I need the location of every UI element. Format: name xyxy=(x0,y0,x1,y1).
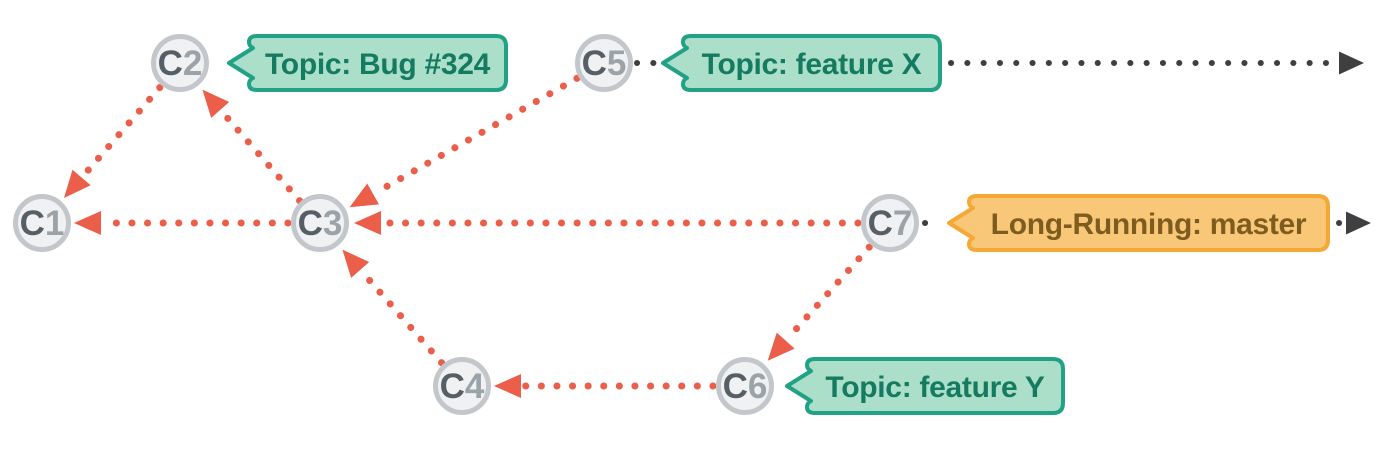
edge-arrowhead-icon xyxy=(74,211,101,235)
edge-c3-to-c1 xyxy=(74,211,292,235)
edge-c3-to-c2 xyxy=(202,89,304,205)
commit-number: 6 xyxy=(748,367,767,406)
commit-number: 1 xyxy=(45,204,64,243)
branch-label-text: Topic: Bug #324 xyxy=(265,48,491,81)
edge-c7-to-c3 xyxy=(354,211,862,235)
commit-id: C1 xyxy=(20,204,65,243)
commit-circle xyxy=(151,34,209,92)
edge-dotted-line xyxy=(373,74,581,196)
commit-node-c1: C1 xyxy=(13,194,71,252)
edge-arrowhead-icon xyxy=(349,183,380,208)
timeline-arrowhead-icon xyxy=(1339,51,1364,75)
branch-label-bubble xyxy=(661,34,942,92)
commit-circle xyxy=(716,357,774,415)
commit-id: C4 xyxy=(440,367,485,406)
edge-c4-to-c3 xyxy=(342,249,446,367)
commit-id: C2 xyxy=(158,44,203,83)
commit-node-c4: C4 xyxy=(433,357,491,415)
timeline-feature-x xyxy=(634,51,1364,75)
edge-arrowhead-icon xyxy=(354,211,381,235)
commit-letter: C xyxy=(440,367,465,406)
commit-node-c2: C2 xyxy=(151,34,209,92)
commit-node-c7: C7 xyxy=(861,194,919,252)
commit-letter: C xyxy=(582,44,607,83)
timeline-arrowhead-icon xyxy=(1346,211,1371,235)
commit-node-c6: C6 xyxy=(716,357,774,415)
branch-label-feature-x: Topic: feature X xyxy=(661,34,942,92)
commit-circle xyxy=(433,357,491,415)
commit-number: 5 xyxy=(607,44,626,83)
edge-arrowhead-icon xyxy=(342,249,370,278)
commit-number: 4 xyxy=(465,367,485,406)
edge-dotted-line xyxy=(220,110,304,205)
commit-id: C5 xyxy=(582,44,627,83)
branch-label-bubble xyxy=(227,34,508,92)
timeline-master xyxy=(922,211,1371,235)
commit-id: C3 xyxy=(298,204,343,243)
branch-label-bug-324: Topic: Bug #324 xyxy=(227,34,508,92)
edge-c5-to-c3 xyxy=(349,74,581,208)
edge-arrowhead-icon xyxy=(202,89,230,118)
commit-letter: C xyxy=(20,204,45,243)
edge-arrowhead-icon xyxy=(64,169,91,198)
edge-dotted-line xyxy=(360,270,446,367)
commit-circle xyxy=(575,34,633,92)
commit-circle xyxy=(291,194,349,252)
edge-c2-to-c1 xyxy=(64,84,164,198)
commit-letter: C xyxy=(158,44,183,83)
commit-letter: C xyxy=(298,204,323,243)
edge-c7-to-c6 xyxy=(767,243,873,361)
commit-id: C6 xyxy=(723,367,768,406)
commit-circle xyxy=(13,194,71,252)
commit-node-c3: C3 xyxy=(291,194,349,252)
edge-dotted-line xyxy=(80,84,164,179)
commit-number: 7 xyxy=(893,204,912,243)
branch-label-text: Topic: feature Y xyxy=(825,371,1044,404)
branch-label-text: Long-Running: master xyxy=(991,208,1307,241)
branch-label-master: Long-Running: master xyxy=(947,194,1330,252)
commit-id: C7 xyxy=(868,204,913,243)
branch-label-feature-y: Topic: feature Y xyxy=(785,357,1065,415)
edge-c6-to-c4 xyxy=(494,374,717,398)
commit-number: 3 xyxy=(323,204,342,243)
commit-circle xyxy=(861,194,919,252)
branch-label-bubble xyxy=(785,357,1065,415)
edge-dotted-line xyxy=(785,243,873,341)
commit-letter: C xyxy=(723,367,748,406)
commit-node-c5: C5 xyxy=(575,34,633,92)
edge-arrowhead-icon xyxy=(494,374,521,398)
commit-letter: C xyxy=(868,204,893,243)
branch-label-bubble xyxy=(947,194,1330,252)
branch-label-text: Topic: feature X xyxy=(702,48,922,81)
edge-arrowhead-icon xyxy=(767,332,795,361)
commit-number: 2 xyxy=(183,44,202,83)
